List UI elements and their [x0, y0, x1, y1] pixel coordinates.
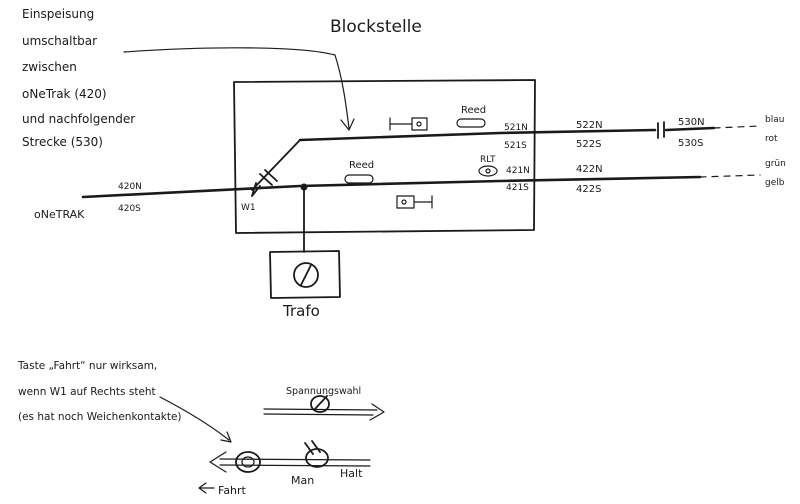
- track-lower-dashed: [699, 174, 761, 178]
- signal-lower-icon: [396, 195, 433, 209]
- turnout-w1-icon: [251, 182, 261, 197]
- note-line: Strecke (530): [22, 135, 103, 149]
- label-522s: 522S: [576, 139, 601, 150]
- color-label-rot: rot: [765, 134, 778, 144]
- track-upper-dashed: [713, 125, 761, 129]
- wire-color-labels: blau rot grün gelb: [765, 115, 786, 188]
- label-halt: Halt: [340, 467, 363, 480]
- note-power-feed: Einspeisung umschaltbar zwischen oNeTrak…: [22, 7, 135, 149]
- note-line: zwischen: [22, 60, 77, 74]
- fahrt-arrow: [198, 482, 215, 494]
- color-label-blau: blau: [765, 115, 784, 125]
- label-530s: 530S: [678, 138, 703, 149]
- fahrt-button-icon: [235, 451, 261, 473]
- label-trafo: Trafo: [282, 302, 320, 320]
- note-line: Taste „Fahrt“ nur wirksam,: [17, 360, 157, 372]
- reed-contact-lower-icon: [344, 174, 374, 184]
- voltage-select-knob-icon: [310, 395, 330, 413]
- reed-contact-upper-icon: [456, 118, 486, 128]
- label-522n: 522N: [576, 120, 603, 131]
- label-rlt: RLT: [480, 155, 496, 165]
- insulated-joint-icon: [657, 121, 665, 139]
- track-upper: [298, 128, 657, 142]
- note-line: (es hat noch Weichenkontakte): [18, 411, 182, 423]
- note-line: oNeTrak (420): [22, 87, 107, 101]
- track-diverging: [251, 139, 301, 191]
- note-arrowhead: [340, 118, 355, 131]
- transformer-knob-icon: [293, 262, 319, 288]
- note-line: umschaltbar: [22, 34, 97, 48]
- label-521n: 521N: [504, 123, 528, 133]
- label-420n: 420N: [118, 182, 142, 192]
- label-521s: 521S: [504, 141, 527, 151]
- note-arrow: [159, 396, 230, 441]
- drive-direction-arrow: [209, 451, 371, 473]
- note-line: Einspeisung: [22, 7, 94, 21]
- track-lower-main: [81, 175, 702, 199]
- label-422s: 422S: [576, 184, 601, 195]
- rlt-sensor-icon: [478, 165, 498, 177]
- track-upper-outer: [664, 126, 716, 132]
- color-label-gruen: grün: [765, 159, 786, 169]
- track-labels: 420N 420S oNeTRAK 521N 521S 522N 522S 53…: [34, 117, 705, 221]
- block-station-box: [233, 79, 536, 234]
- label-reed-upper: Reed: [461, 105, 486, 116]
- man-halt-lever-icon: [304, 440, 329, 468]
- note-drive-button: Taste „Fahrt“ nur wirksam, wenn W1 auf R…: [17, 360, 182, 423]
- signal-upper-icon: [389, 117, 428, 131]
- label-421n: 421N: [506, 166, 530, 176]
- label-reed-lower: Reed: [349, 160, 374, 171]
- label-man: Man: [291, 474, 314, 487]
- voltage-direction-arrow: [263, 403, 385, 421]
- diagram-title: Blockstelle: [330, 17, 422, 37]
- label-fahrt: Fahrt: [218, 484, 247, 497]
- transformer-box: [269, 250, 341, 299]
- label-422n: 422N: [576, 164, 603, 175]
- color-label-gelb: gelb: [765, 178, 785, 188]
- label-onetrak: oNeTRAK: [34, 208, 85, 221]
- note-line: wenn W1 auf Rechts steht: [18, 386, 156, 398]
- label-421s: 421S: [506, 183, 529, 193]
- note-arrow: [123, 47, 350, 129]
- note-arrowhead: [220, 431, 232, 443]
- label-530n: 530N: [678, 117, 705, 128]
- label-w1: W1: [241, 203, 256, 213]
- insulated-joint-icon: [259, 169, 278, 186]
- label-420s: 420S: [118, 204, 141, 214]
- note-line: und nachfolgender: [22, 112, 135, 126]
- label-spannungswahl: Spannungswahl: [286, 386, 361, 397]
